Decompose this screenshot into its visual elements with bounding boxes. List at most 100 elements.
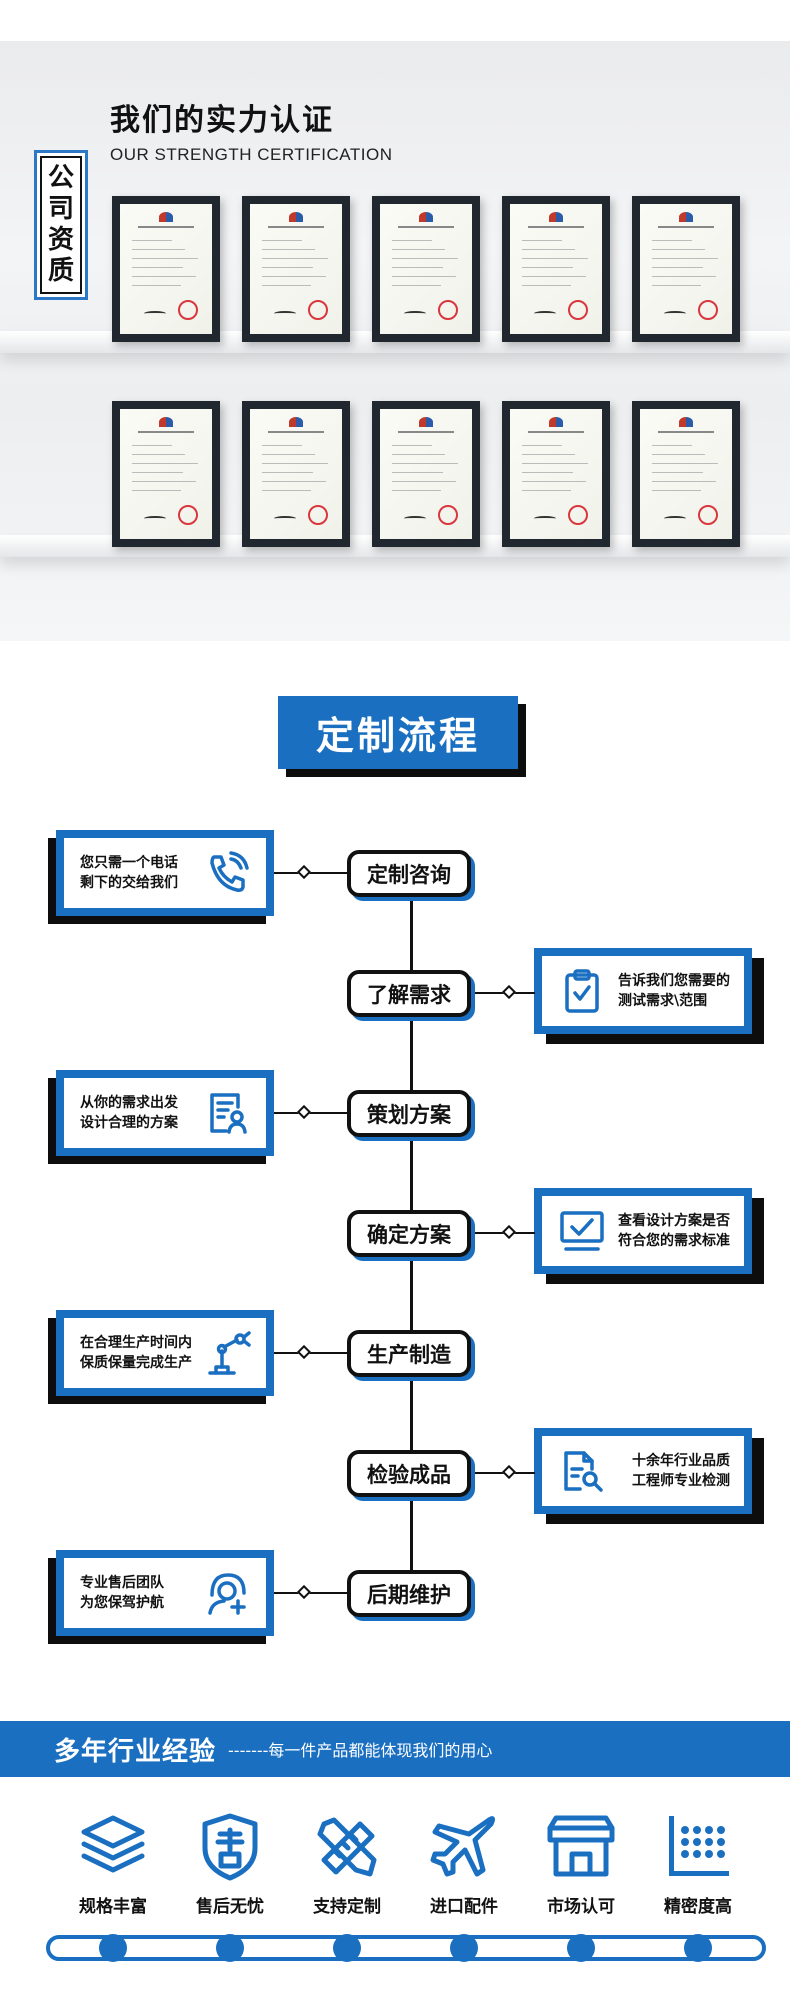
certification-title: 我们的实力认证 xyxy=(110,103,334,138)
step-inspect: 检验成品 xyxy=(347,1450,471,1497)
certificate-frame xyxy=(502,401,610,547)
company-qualification-label: 公 司 资 质 xyxy=(34,150,88,300)
vertical-label-char: 公 xyxy=(47,163,74,193)
seal-icon xyxy=(698,300,718,320)
track-dot xyxy=(450,1934,478,1962)
connector-diamond xyxy=(501,1224,517,1240)
connector-line xyxy=(274,1592,348,1594)
seal-icon xyxy=(178,300,198,320)
monitor-check-icon xyxy=(560,1211,604,1251)
step-card-text: 专业售后团队为您保驾护航 xyxy=(80,1575,164,1611)
feature-imported: 进口配件 xyxy=(409,1810,519,1917)
connector-diamond xyxy=(296,864,312,880)
step-card-4: 查看设计方案是否符合您的需求标准 xyxy=(534,1188,752,1274)
certificate-paper xyxy=(380,409,472,539)
certificate-paper xyxy=(250,409,342,539)
phone-icon xyxy=(210,851,249,892)
connector-diamond xyxy=(501,984,517,1000)
feature-market: 市场认可 xyxy=(526,1810,636,1917)
feature-custom: 支持定制 xyxy=(292,1810,402,1917)
step-card-text: 告诉我们您需要的测试需求\范围 xyxy=(618,973,730,1009)
certificate-frame xyxy=(372,401,480,547)
certificate-frame xyxy=(112,196,220,342)
connector-diamond xyxy=(296,1584,312,1600)
connector-line xyxy=(274,872,348,874)
step-card-6: 十余年行业品质工程师专业检测 xyxy=(534,1428,752,1514)
step-produce: 生产制造 xyxy=(347,1330,471,1377)
progress-track xyxy=(46,1935,766,1961)
certificate-frame xyxy=(372,196,480,342)
seal-icon xyxy=(308,300,328,320)
feature-after-sales: 售后无忧 xyxy=(175,1810,285,1917)
track-dot xyxy=(333,1934,361,1962)
certificate-paper xyxy=(120,409,212,539)
storefront-icon xyxy=(547,1815,615,1877)
step-card-text: 从你的需求出发设计合理的方案 xyxy=(80,1095,178,1131)
step-card-text: 查看设计方案是否符合您的需求标准 xyxy=(618,1213,730,1249)
certificate-paper xyxy=(640,204,732,334)
seal-icon xyxy=(568,505,588,525)
step-confirm: 确定方案 xyxy=(347,1210,471,1257)
step-card-2: 告诉我们您需要的测试需求\范围 xyxy=(534,948,752,1034)
seal-icon xyxy=(698,505,718,525)
seal-icon xyxy=(438,300,458,320)
certificate-paper xyxy=(380,204,472,334)
certificate-frame xyxy=(632,401,740,547)
track-dot xyxy=(216,1934,244,1962)
connector-diamond xyxy=(296,1104,312,1120)
track-dot xyxy=(567,1934,595,1962)
seal-icon xyxy=(438,505,458,525)
clipboard-check-icon xyxy=(565,969,599,1013)
precision-grid-icon xyxy=(669,1816,729,1876)
certificate-paper xyxy=(510,204,602,334)
step-consult: 定制咨询 xyxy=(347,850,471,897)
step-plan: 策划方案 xyxy=(347,1090,471,1137)
layers-icon xyxy=(81,1815,145,1873)
certificate-frame xyxy=(502,196,610,342)
certificate-frame xyxy=(632,196,740,342)
certificate-frame xyxy=(242,196,350,342)
step-card-1: 您只需一个电话剩下的交给我们 xyxy=(56,830,274,916)
certificate-paper xyxy=(510,409,602,539)
track-dot xyxy=(99,1934,127,1962)
pencil-ruler-icon xyxy=(317,1817,377,1877)
shield-service-icon xyxy=(202,1813,258,1881)
seal-icon xyxy=(308,505,328,525)
step-card-text: 您只需一个电话剩下的交给我们 xyxy=(80,855,178,891)
step-card-text: 在合理生产时间内保质保量完成生产 xyxy=(80,1335,192,1371)
certification-subtitle: OUR STRENGTH CERTIFICATION xyxy=(110,145,393,164)
document-search-icon xyxy=(564,1451,603,1492)
feature-precision: 精密度高 xyxy=(643,1810,753,1917)
experience-subtitle: -------每一件产品都能体现我们的用心 xyxy=(228,1741,493,1760)
track-dot xyxy=(684,1934,712,1962)
certification-section: 我们的实力认证 OUR STRENGTH CERTIFICATION 公 司 资… xyxy=(0,41,790,641)
connector-diamond xyxy=(296,1344,312,1360)
certificate-paper xyxy=(640,409,732,539)
certificate-frame xyxy=(242,401,350,547)
step-card-5: 在合理生产时间内保质保量完成生产 xyxy=(56,1310,274,1396)
step-maintain: 后期维护 xyxy=(347,1570,471,1617)
vertical-label-char: 质 xyxy=(47,256,74,286)
step-card-3: 从你的需求出发设计合理的方案 xyxy=(56,1070,274,1156)
experience-banner: 多年行业经验 -------每一件产品都能体现我们的用心 xyxy=(0,1721,790,1777)
process-title: 定制流程 xyxy=(278,696,518,769)
document-user-icon xyxy=(210,1093,247,1134)
seal-icon xyxy=(178,505,198,525)
vertical-label-char: 司 xyxy=(47,194,74,224)
airplane-icon xyxy=(430,1816,496,1877)
step-understand: 了解需求 xyxy=(347,970,471,1017)
connector-line xyxy=(274,1352,348,1354)
certificate-paper xyxy=(250,204,342,334)
seal-icon xyxy=(568,300,588,320)
step-card-text: 十余年行业品质工程师专业检测 xyxy=(632,1453,730,1489)
experience-title: 多年行业经验 xyxy=(54,1736,217,1767)
connector-diamond xyxy=(501,1464,517,1480)
vertical-label-char: 资 xyxy=(47,225,74,255)
step-card-7: 专业售后团队为您保驾护航 xyxy=(56,1550,274,1636)
robot-arm-icon xyxy=(208,1331,251,1375)
customer-service-icon xyxy=(208,1573,246,1615)
connector-line xyxy=(274,1112,348,1114)
feature-specs: 规格丰富 xyxy=(58,1810,168,1917)
certificate-frame xyxy=(112,401,220,547)
certificate-paper xyxy=(120,204,212,334)
